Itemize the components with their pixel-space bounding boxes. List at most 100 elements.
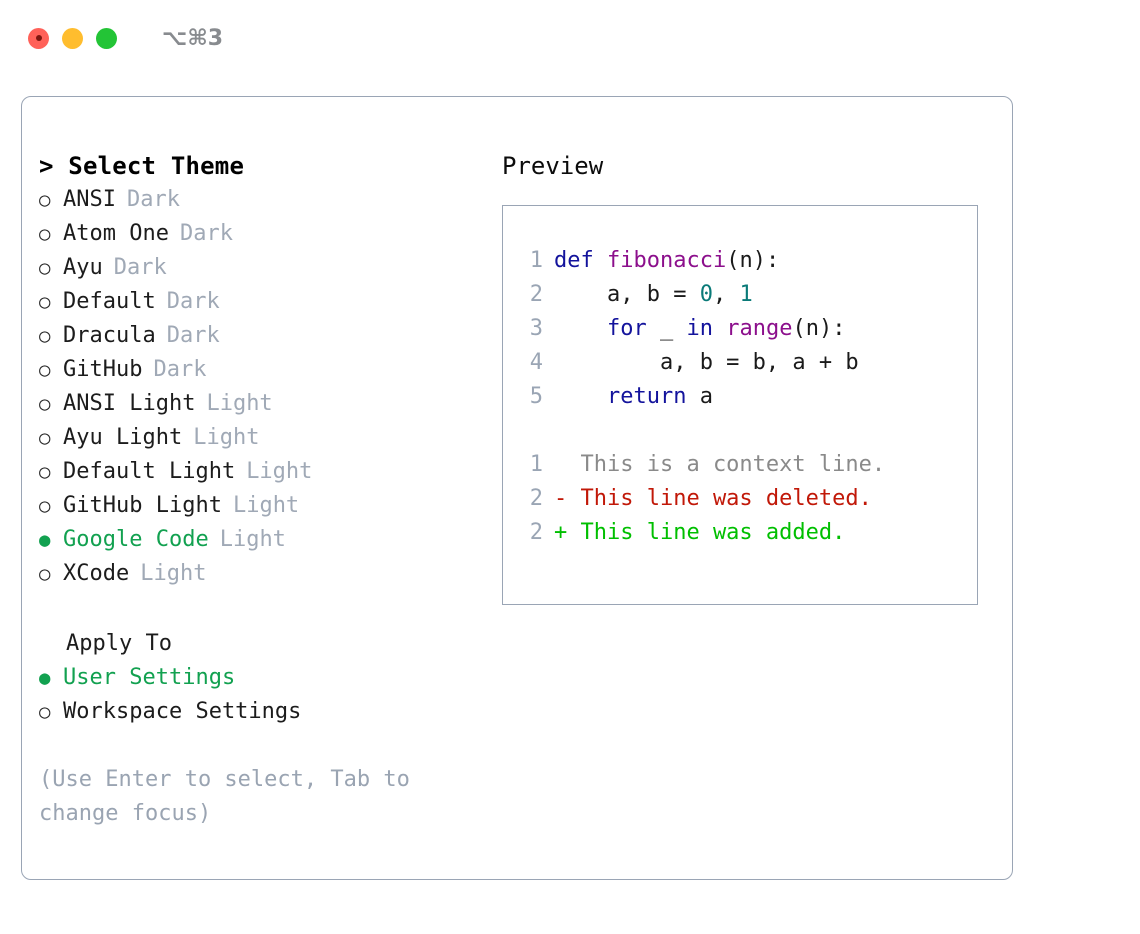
code-token-kw: for [606, 316, 647, 341]
theme-variant-tag: Light [232, 493, 300, 518]
apply-to-option-label: Workspace Settings [63, 699, 302, 724]
apply-to-option-user-settings[interactable]: ● User Settings [39, 661, 469, 695]
theme-option-ansi[interactable]: ○ ANSI Dark [39, 183, 469, 217]
diff-line-add: 2 + This line was added. [517, 516, 885, 550]
theme-option-github[interactable]: ○ GitHub Dark [39, 353, 469, 387]
apply-to-option-workspace-settings[interactable]: ○ Workspace Settings [39, 695, 469, 729]
theme-option-label: Dracula [63, 323, 156, 348]
apply-to-option-list: ● User Settings ○ Workspace Settings [39, 661, 469, 729]
code-token-pln: a, b = [554, 282, 700, 307]
radio-unselected-icon: ○ [39, 359, 51, 381]
theme-option-default[interactable]: ○ Default Dark [39, 285, 469, 319]
title-bar: ⌥⌘3 [0, 0, 1140, 76]
page-title: > Select Theme [39, 152, 245, 180]
radio-selected-icon: ● [39, 667, 51, 689]
theme-option-ayu-light[interactable]: ○ Ayu Light Light [39, 421, 469, 455]
line-number: 4 [529, 350, 543, 375]
line-number: 2 [529, 520, 543, 545]
theme-variant-tag: Light [193, 425, 260, 450]
theme-variant-tag: Dark [166, 289, 220, 314]
theme-option-label: Ayu [63, 255, 103, 280]
theme-option-label: Google Code [63, 527, 209, 552]
diff-line-del: 2- This line was deleted. [517, 482, 885, 516]
preview-heading: Preview [502, 152, 604, 180]
theme-option-default-light[interactable]: ○ Default Light Light [39, 455, 469, 489]
theme-option-ayu[interactable]: ○ Ayu Dark [39, 251, 469, 285]
radio-unselected-icon: ○ [39, 189, 51, 211]
code-token-fn: fibonacci [606, 248, 727, 273]
window-controls [28, 27, 117, 49]
code-token-pln: , [712, 282, 740, 307]
diff-line-ctx: 1 This is a context line. [517, 448, 885, 482]
code-line: 4 a, b = b, a + b [517, 346, 885, 380]
code-line: 2 a, b = 0, 1 [517, 278, 885, 312]
code-token-pln: (n): [726, 248, 780, 273]
theme-option-label: Default Light [63, 459, 236, 484]
keyboard-hint-text: (Use Enter to select, Tab to change focu… [39, 767, 424, 826]
theme-option-label: Ayu Light [63, 425, 183, 450]
line-number: 1 [529, 248, 543, 273]
theme-variant-tag: Light [140, 561, 207, 586]
diff-line-text: + This line was added. [554, 520, 846, 545]
code-token-num: 1 [739, 282, 753, 307]
close-window-button[interactable] [28, 27, 49, 49]
code-token-kw: return [606, 384, 687, 409]
radio-unselected-icon: ○ [39, 563, 51, 585]
code-token-pln [713, 316, 726, 341]
theme-variant-tag: Light [246, 459, 313, 484]
code-token-fn: range [726, 316, 793, 341]
code-line: 3 for _ in range(n): [517, 312, 885, 346]
theme-option-xcode[interactable]: ○ XCode Light [39, 557, 469, 591]
code-token-pln: a [686, 384, 713, 409]
minimize-window-button[interactable] [62, 27, 83, 49]
theme-option-google-code[interactable]: ● Google Code Light [39, 523, 469, 557]
code-line-text: return a [554, 380, 713, 414]
theme-option-label: GitHub [63, 357, 143, 382]
radio-unselected-icon: ○ [39, 291, 51, 313]
theme-option-label: Default [63, 289, 156, 314]
diff-line-text: - This line was deleted. [554, 486, 872, 511]
code-token-pln [554, 384, 607, 409]
section-spacer [39, 591, 469, 627]
line-number: 2 [529, 282, 543, 307]
radio-unselected-icon: ○ [39, 427, 51, 449]
theme-variant-tag: Light [219, 527, 286, 552]
theme-option-label: XCode [63, 561, 130, 586]
code-blank-line [517, 414, 885, 448]
radio-unselected-icon: ○ [39, 495, 51, 517]
radio-unselected-icon: ○ [39, 393, 51, 415]
theme-option-label: ANSI [63, 187, 116, 212]
line-number: 5 [529, 384, 543, 409]
theme-option-label: Atom One [63, 221, 169, 246]
theme-option-label: ANSI Light [63, 391, 196, 416]
line-number: 1 [529, 452, 543, 477]
radio-unselected-icon: ○ [39, 257, 51, 279]
code-token-pln: _ [646, 316, 687, 341]
theme-variant-tag: Dark [113, 255, 167, 280]
radio-selected-icon: ● [39, 529, 51, 551]
line-number: 3 [529, 316, 543, 341]
code-token-pln: (n): [792, 316, 846, 341]
maximize-window-button[interactable] [96, 27, 117, 49]
radio-unselected-icon: ○ [39, 461, 51, 483]
apply-to-option-label: User Settings [63, 665, 236, 690]
theme-variant-tag: Dark [153, 357, 207, 382]
theme-variant-tag: Dark [166, 323, 220, 348]
theme-variant-tag: Dark [126, 187, 180, 212]
code-line: 5 return a [517, 380, 885, 414]
code-token-kw: in [686, 316, 713, 341]
radio-unselected-icon: ○ [39, 701, 51, 723]
code-token-num: 0 [699, 282, 713, 307]
